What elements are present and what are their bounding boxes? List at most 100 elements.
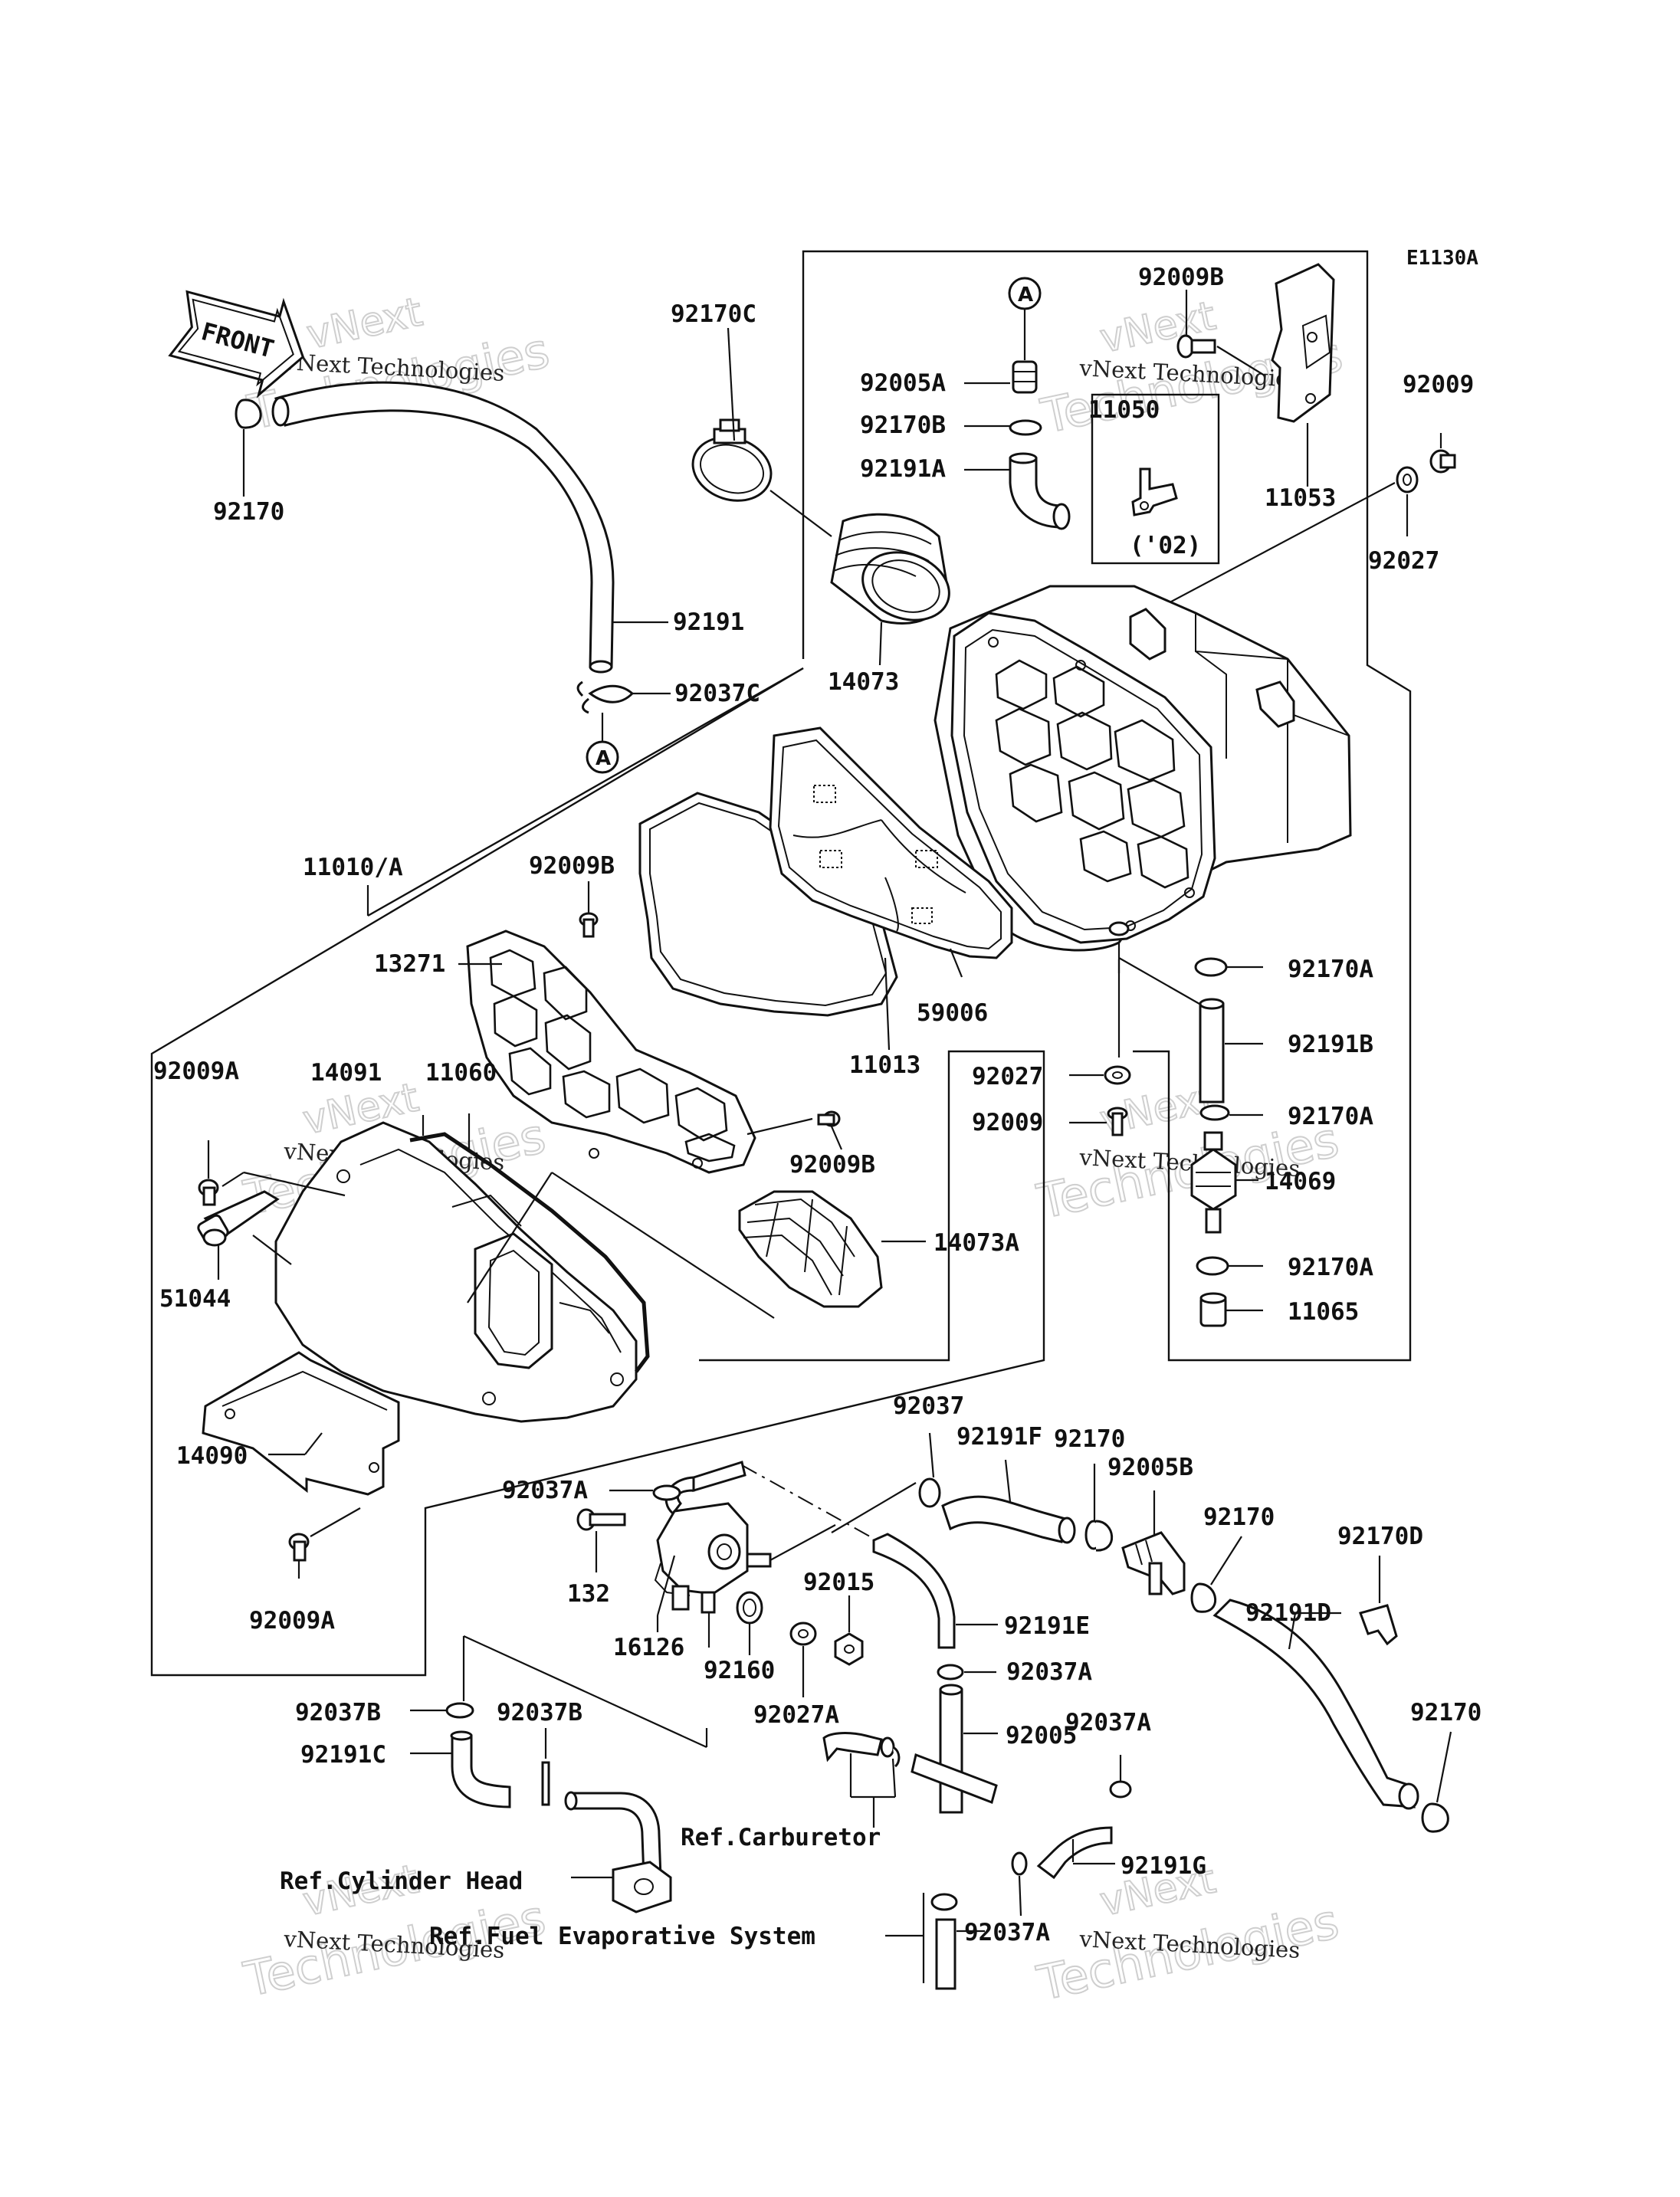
callout-a-left: A [586,740,619,774]
filter-mesh-pattern [813,785,938,924]
label-11050: 11050 [1088,396,1160,424]
clip-92037A-2 [937,1664,964,1681]
clamp-92170A-1 [1194,957,1228,977]
label-92037A: 92037A [502,1477,588,1504]
callout-letter: A [1018,284,1033,307]
label-11065: 11065 [1288,1298,1359,1326]
label-11010A: 11010/A [303,854,403,881]
watermark-big-text: vNext [303,289,426,358]
label-11013: 11013 [849,1051,920,1079]
label-51044: 51044 [159,1285,231,1313]
label-14073: 14073 [828,668,899,696]
clamp-92170D [1359,1604,1398,1646]
label-16126: 16126 [613,1634,684,1661]
label-92170: 92170 [213,498,284,526]
label-92005A: 92005A [860,369,946,397]
clamp-92170A-3 [1196,1256,1229,1276]
clamp-92170C [691,418,773,502]
label-92009: 92009 [972,1109,1043,1136]
hose-92191G [1036,1826,1113,1880]
drain-51044 [197,1190,280,1247]
label-13271: 13271 [374,950,445,978]
washer-92027-mid [1104,1065,1131,1085]
label-14090: 14090 [176,1442,248,1470]
seal-11060 [409,1132,650,1373]
clamp-92170-mid [1084,1520,1114,1552]
front-arrow-icon: FRONT [168,290,305,398]
bolt-92009-right [1429,449,1456,474]
label-92037B: 92037B [295,1699,381,1726]
clip-92037A-1 [652,1484,681,1501]
hose-92191B [1199,998,1225,1103]
label-92037C: 92037C [674,680,760,707]
fitting-92005A [1012,360,1038,394]
pipe-cylinder-head [564,1791,672,1913]
clip-92037B-2 [541,1761,550,1806]
label-132: 132 [567,1580,610,1608]
label-14069: 14069 [1265,1168,1336,1195]
label-92191A: 92191A [860,455,946,483]
clip-92037C [576,680,635,714]
bolt-132 [576,1508,626,1531]
part-labels: 92009B 92009 92170C 92005A 92170B 92191A… [153,264,1481,1946]
label-92191D: 92191D [1245,1599,1331,1627]
clamp-92170B [1009,419,1042,436]
label-02: ('02) [1130,532,1201,559]
label-92037A: 92037A [1006,1658,1092,1686]
label-59006: 59006 [917,999,988,1027]
washer-92027A [789,1622,817,1646]
separator-14069 [1190,1131,1237,1234]
reference-labels: Ref.Carburetor Ref.Cylinder Head Ref.Fue… [280,1824,924,1950]
cap-11065 [1199,1292,1227,1327]
clamp-92170-top [235,398,262,429]
label-92037B: 92037B [497,1699,582,1726]
hose-92191C [450,1730,511,1808]
label-92170A: 92170A [1288,956,1373,983]
clip-92037A-4 [1011,1851,1028,1876]
hose-92191A [1009,452,1071,530]
clamp-92170A-2 [1199,1104,1230,1121]
cover-14091 [274,1121,638,1423]
label-92191B: 92191B [1288,1031,1373,1058]
clip-92037A-3 [1109,1780,1132,1799]
bolt-92009-mid [1107,1107,1128,1136]
label-92191G: 92191G [1121,1852,1206,1880]
duct-14073 [830,513,950,625]
label-92037: 92037 [893,1392,964,1420]
seal-92160 [736,1591,763,1625]
washer-92027-right [1396,466,1419,494]
label-92009A: 92009A [153,1058,239,1085]
joint-92005 [911,1684,998,1814]
label-92009B: 92009B [529,852,615,880]
pipe-evap [935,1918,956,1990]
bracket-11053 [1271,263,1335,423]
label-92191E: 92191E [1004,1612,1090,1640]
callout-a-top: A [1008,277,1042,310]
hose-92191E [872,1533,956,1649]
label-92037A: 92037A [964,1919,1050,1946]
nut-92015 [834,1632,864,1666]
ref-fuel-evaporative-system: Ref.Fuel Evaporative System [429,1923,815,1950]
label-92191: 92191 [673,608,744,636]
label-92005: 92005 [1006,1722,1077,1749]
bolt-92009A-left [198,1179,219,1206]
hose-92191 [271,381,615,674]
label-92191C: 92191C [300,1741,386,1769]
duct-14073A [738,1190,883,1308]
ref-carburetor: Ref.Carburetor [681,1824,881,1851]
label-92015: 92015 [803,1569,874,1596]
label-92009B: 92009B [789,1151,875,1179]
bolt-92009A-low [288,1533,310,1562]
label-92005B: 92005B [1107,1454,1193,1481]
air-box-11010A [934,585,1352,952]
fitting-92005B [1121,1531,1186,1595]
ref-cylinder-head: Ref.Cylinder Head [280,1867,523,1895]
label-92027A: 92027A [753,1701,839,1729]
bolt-92009B-top [1176,334,1216,359]
label-92191F: 92191F [956,1423,1042,1451]
label-92009B: 92009B [1138,264,1224,291]
label-92027: 92027 [972,1063,1043,1090]
hose-92191F [941,1495,1076,1544]
hose-carburetor [822,1732,901,1768]
